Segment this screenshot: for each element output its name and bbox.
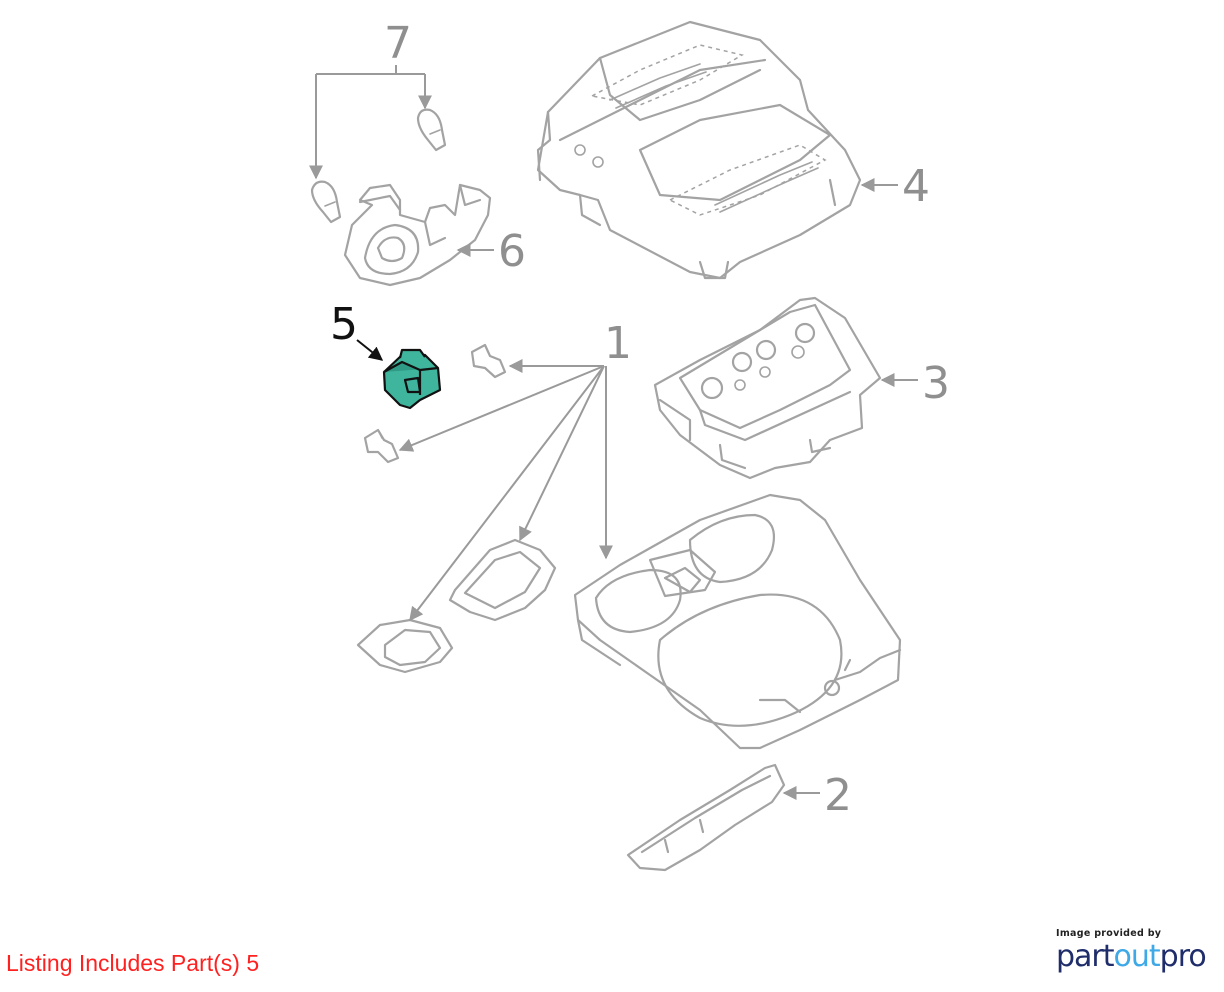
callout-1: 1 (604, 318, 632, 369)
part-7-bulb-upper (416, 108, 447, 152)
callout-4: 4 (902, 161, 930, 212)
brand-pro: pro (1159, 939, 1207, 974)
image-credit: Image provided by partoutpro (1056, 928, 1216, 974)
part-1-clip-upper (470, 343, 507, 379)
callout-5: 5 (330, 299, 358, 350)
callout-2: 2 (824, 770, 852, 821)
callout-3: 3 (922, 358, 950, 409)
leader-lines (309, 65, 918, 800)
callout-7: 7 (384, 18, 412, 69)
brand-out: out (1113, 939, 1161, 974)
part-7-bulb-lower (310, 180, 342, 224)
credit-label: Image provided by (1056, 928, 1162, 939)
part-2-lens-strip (626, 763, 786, 872)
part-3-lamp-bracket (653, 296, 882, 480)
part-6-socket-harness (343, 183, 492, 287)
listing-note: Listing Includes Part(s) 5 (6, 950, 260, 976)
part-4-console-housing (536, 20, 862, 280)
brand-part: part (1056, 939, 1115, 974)
brand-logo: partoutpro (1056, 939, 1216, 974)
part-1-console-bezel (573, 493, 902, 750)
callout-6: 6 (498, 226, 526, 277)
part-1-lens-a (448, 538, 557, 622)
part-5-highlighted-part (382, 348, 442, 410)
part-1-lens-b (356, 618, 454, 674)
part-1-clip-lower (363, 428, 400, 464)
